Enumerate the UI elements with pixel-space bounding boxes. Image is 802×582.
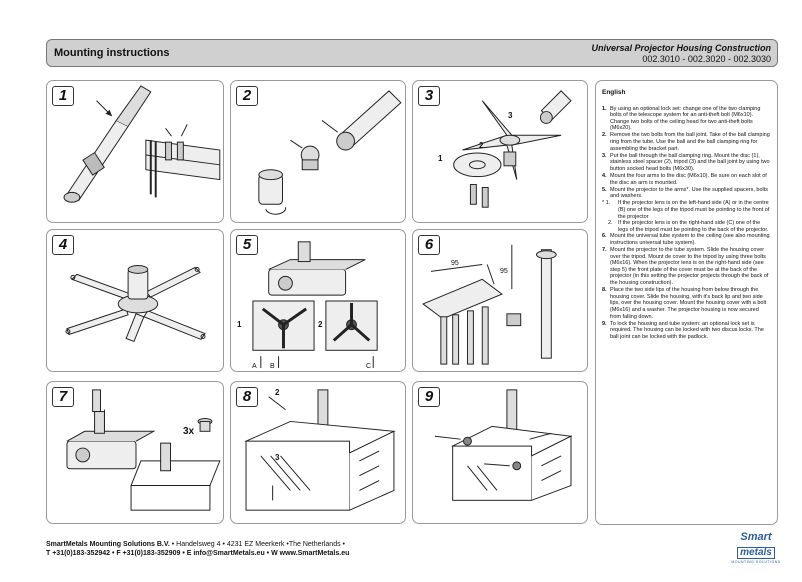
- quantity-label: 3x: [183, 426, 195, 437]
- part-label: 1: [438, 154, 443, 163]
- step-number: 5: [236, 235, 258, 255]
- part-label: 3: [275, 453, 280, 462]
- dimension-label: 95: [500, 268, 508, 275]
- product-name: Universal Projector Housing Construction: [591, 43, 771, 53]
- instruction-step: 3.Put the ball through the ball clamping…: [602, 152, 770, 172]
- step-7-illustration: [66, 389, 221, 511]
- page-title: Mounting instructions: [54, 47, 170, 59]
- step-number: 6: [418, 235, 440, 255]
- lens-position-label: C: [366, 363, 372, 370]
- step-9-illustration: [434, 389, 573, 501]
- step-6-illustration: [422, 244, 557, 365]
- instruction-step: 9.To lock the housing and tube system: a…: [602, 320, 764, 340]
- header-bar: Mounting instructions Universal Projecto…: [46, 39, 778, 67]
- step-1-illustration: [63, 85, 221, 203]
- step-number: 4: [52, 235, 74, 255]
- instruction-step: 5.Mount the projector to the arms*. Use …: [602, 186, 769, 200]
- language-heading: English: [602, 89, 626, 96]
- instruction-list: 1.By using an optional lock set: change …: [602, 106, 771, 341]
- instruction-substep: * 1.If the projector lens is on the left…: [602, 200, 770, 220]
- company-name: SmartMetals Mounting Solutions B.V.: [46, 541, 170, 548]
- lens-position-label: B: [270, 363, 275, 370]
- product-codes: 002.3010 - 002.3020 - 002.3030: [642, 54, 771, 64]
- step-panel-8: 8 2 3: [230, 381, 406, 524]
- step-number: 3: [418, 86, 440, 106]
- part-label: 3: [508, 111, 513, 120]
- lens-position-label: A: [252, 363, 257, 370]
- step-number: 9: [418, 387, 440, 407]
- step-panel-7: 7 3x: [46, 381, 224, 524]
- step-panel-6: 6 95 95: [412, 229, 588, 372]
- setting-label: 1: [237, 320, 242, 329]
- instruction-step: 6.Mount the universal tube system to the…: [602, 233, 770, 246]
- instruction-step: 8.Place the two side lips of the housing…: [602, 287, 767, 320]
- header-product-info: Universal Projector Housing Construction…: [591, 43, 771, 64]
- smartmetals-logo: Smart metals MOUNTING SOLUTIONS: [731, 531, 781, 565]
- dimension-label: 95: [451, 260, 459, 267]
- part-label: 2: [479, 141, 484, 150]
- company-contact: T +31(0)183-352942 • F +31(0)183-352909 …: [46, 550, 350, 557]
- setting-label: 2: [318, 320, 323, 329]
- instruction-step: 2.Remove the two bolts from the ball joi…: [602, 132, 770, 152]
- step-panel-5: 5 1 2 A B C: [230, 229, 406, 372]
- instruction-substep: 2.If the projector lens is on the right-…: [608, 220, 769, 233]
- company-address: • Handelsweg 4 • 4231 EZ Meerkerk •The N…: [169, 541, 345, 548]
- step-number: 1: [52, 86, 74, 106]
- step-panel-4: 4: [46, 229, 224, 372]
- step-number: 7: [52, 387, 74, 407]
- footer-contact: SmartMetals Mounting Solutions B.V. • Ha…: [46, 540, 349, 558]
- step-panel-1: 1: [46, 80, 224, 223]
- step-2-illustration: [258, 90, 402, 215]
- part-label: 2: [275, 388, 280, 397]
- instructions-panel: English 1.By using an optional lock set:…: [595, 80, 778, 525]
- step-panel-3: 3 1 2 3: [412, 80, 588, 223]
- step-number: 2: [236, 86, 258, 106]
- instruction-step: 1.By using an optional lock set: change …: [602, 105, 761, 132]
- step-panel-9: 9: [412, 381, 588, 524]
- step-4-illustration: [65, 265, 206, 343]
- step-5-illustration: [252, 241, 378, 369]
- step-panel-2: 2: [230, 80, 406, 223]
- step-3-illustration: [453, 90, 572, 208]
- instruction-step: 4.Mount the four arms to the disc (M6x10…: [602, 173, 767, 186]
- instruction-step: 7.Mount the projector to the tube system…: [602, 247, 769, 287]
- step-number: 8: [236, 387, 258, 407]
- step-8-illustration: [244, 389, 396, 511]
